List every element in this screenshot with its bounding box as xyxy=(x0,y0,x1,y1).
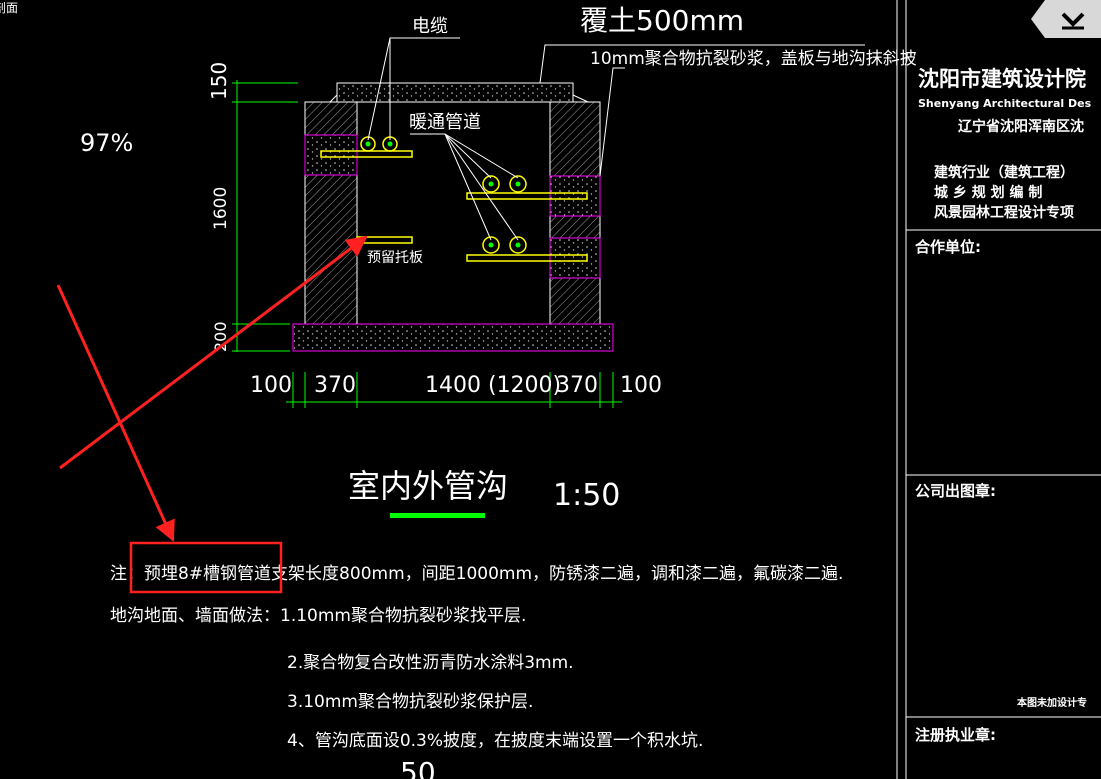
note-line-4: 3.10mm聚合物抗裂砂浆保护层. xyxy=(287,692,533,712)
right-wall-infill-1 xyxy=(549,175,601,217)
note-line-2: 地沟地面、墙面做法：1.10mm聚合物抗裂砂浆找平层. xyxy=(110,606,526,626)
coop-unit-label: 合作单位: xyxy=(914,238,981,256)
qualification-3: 风景园林工程设计专项 xyxy=(934,204,1074,221)
cover-label: 覆土500mm xyxy=(580,4,744,37)
company-logo-icon xyxy=(1031,0,1101,38)
seal-note: 本图未加设计专 xyxy=(1017,696,1087,709)
cover-slope-right xyxy=(572,94,589,103)
title-block-frame xyxy=(896,0,1101,779)
dim-150: 150 xyxy=(207,62,231,100)
dim-1400: 1400 (1200) xyxy=(425,373,561,398)
note-line-1: 注：预埋8#槽钢管道支架长度800mm，间距1000mm，防锈漆二遍，调和漆二遍… xyxy=(110,564,843,584)
hvac-pipe xyxy=(509,175,527,193)
registered-seal-label: 注册执业章: xyxy=(915,726,996,744)
qualification-1: 建筑行业（建筑工程） xyxy=(934,164,1074,181)
bottom-partial-text: 50 xyxy=(400,756,436,779)
note-line-5: 4、管沟底面设0.3%披度，在披度末端设置一个积水坑. xyxy=(287,731,703,751)
vertical-dimension xyxy=(232,80,298,352)
highlight-box xyxy=(129,541,283,594)
base-slab xyxy=(292,323,614,352)
bracket-right-bottom xyxy=(466,254,588,262)
cable-label: 电缆 xyxy=(412,16,448,37)
company-name-cn: 沈阳市建筑设计院 xyxy=(918,67,1086,91)
leader-lines xyxy=(367,37,865,241)
cover-slab xyxy=(336,82,574,103)
red-arrow-to-note xyxy=(56,284,175,542)
dim-370-left: 370 xyxy=(314,373,356,398)
horizontal-dimension xyxy=(286,372,622,408)
right-wall-infill-2 xyxy=(549,237,601,279)
dim-370-right: 370 xyxy=(556,373,598,398)
dim-100-left: 100 xyxy=(250,373,292,398)
company-seal-label: 公司出图章: xyxy=(915,482,996,500)
bracket-right-top xyxy=(466,192,588,200)
qualification-2: 城 乡 规 划 编 制 xyxy=(934,184,1042,201)
company-address: 辽宁省沈阳浑南区沈 xyxy=(958,118,1084,135)
cover-note: 10mm聚合物抗裂砂浆，盖板与地沟抹斜披 xyxy=(590,49,917,69)
dim-100-right: 100 xyxy=(620,373,662,398)
percent-label: 97% xyxy=(80,129,133,157)
hvac-pipe xyxy=(509,236,527,254)
drawing-title: 室内外管沟 xyxy=(348,467,508,505)
hvac-label: 暖通管道 xyxy=(409,112,481,133)
reserve-bracket-label: 预留托板 xyxy=(367,250,423,266)
left-wall-notch xyxy=(304,134,358,176)
cover-slope-left xyxy=(329,94,338,103)
note-line-3: 2.聚合物复合改性沥青防水涂料3mm. xyxy=(287,653,574,673)
cable-pipe xyxy=(360,136,376,152)
corner-label: 剖面 xyxy=(0,1,18,15)
company-name-en: Shenyang Architectural Des xyxy=(918,97,1092,110)
dim-1600: 1600 xyxy=(211,187,231,230)
title-underline xyxy=(390,513,485,518)
hvac-pipe xyxy=(482,175,500,193)
hvac-pipe xyxy=(482,236,500,254)
red-arrow-to-bracket xyxy=(59,235,368,470)
drawing-scale: 1:50 xyxy=(553,478,620,513)
